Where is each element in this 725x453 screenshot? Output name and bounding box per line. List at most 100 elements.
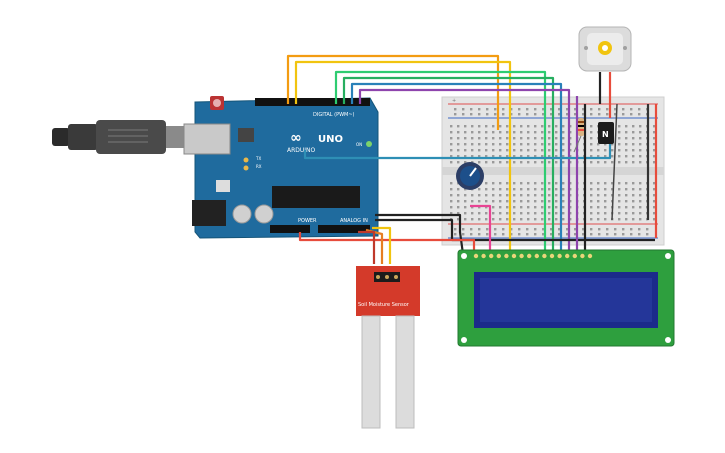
breadboard-hole [653, 137, 656, 140]
rail-hole [574, 113, 577, 116]
breadboard-hole [555, 137, 558, 140]
breadboard-hole [597, 155, 600, 158]
analog-header [318, 225, 370, 233]
breadboard-hole [569, 206, 572, 209]
breadboard-hole [590, 194, 593, 197]
breadboard-hole [513, 161, 516, 164]
transistor-wire [611, 103, 618, 221]
rail-hole [574, 228, 577, 231]
rail-hole [478, 113, 481, 116]
rail-hole [454, 113, 457, 116]
rail-hole [470, 228, 473, 231]
breadboard-hole [492, 200, 495, 203]
breadboard-hole [527, 131, 530, 134]
breadboard-hole [562, 188, 565, 191]
wire-black-2 [375, 218, 655, 242]
rail-hole [454, 228, 457, 231]
breadboard-hole [457, 137, 460, 140]
breadboard-hole [471, 137, 474, 140]
lcd-pin [542, 253, 547, 259]
breadboard-hole [653, 182, 656, 185]
breadboard-hole [604, 143, 607, 146]
rail-hole [486, 108, 489, 111]
breadboard-hole [499, 155, 502, 158]
breadboard-hole [527, 206, 530, 209]
breadboard-hole [604, 155, 607, 158]
breadboard-hole [513, 194, 516, 197]
rail-hole [614, 113, 617, 116]
rail-hole [598, 233, 601, 236]
breadboard-hole [562, 131, 565, 134]
rail-hole [454, 233, 457, 236]
breadboard-hole [513, 149, 516, 152]
breadboard-hole [569, 137, 572, 140]
rail-hole [630, 108, 633, 111]
breadboard-hole [618, 143, 621, 146]
breadboard-hole [492, 206, 495, 209]
rail-hole [646, 233, 649, 236]
potentiometer[interactable] [456, 162, 484, 190]
breadboard-hole [590, 161, 593, 164]
breadboard-hole [562, 125, 565, 128]
breadboard-hole [653, 143, 656, 146]
breadboard-hole [499, 149, 502, 152]
power-jack [192, 200, 226, 226]
arduino-brand: ARDUINO [287, 147, 316, 154]
rail-hole [534, 228, 537, 231]
wire-orange-1 [286, 54, 500, 130]
breadboard-hole [597, 194, 600, 197]
bb-plus-label: + [452, 98, 456, 104]
rail-hole [494, 233, 497, 236]
breadboard-hole [520, 182, 523, 185]
wire-cyan-1 [303, 136, 612, 160]
breadboard-hole [478, 143, 481, 146]
breadboard-hole [611, 194, 614, 197]
rail-hole [566, 113, 569, 116]
breadboard-hole [597, 161, 600, 164]
rail-hole [638, 108, 641, 111]
rail-hole [550, 108, 553, 111]
breadboard-hole [506, 194, 509, 197]
rail-hole [582, 228, 585, 231]
breadboard-hole [625, 194, 628, 197]
breadboard-hole [520, 200, 523, 203]
breadboard-hole [625, 212, 628, 215]
breadboard-hole [590, 188, 593, 191]
breadboard-hole [492, 212, 495, 215]
breadboard-hole [541, 218, 544, 221]
breadboard-hole [485, 137, 488, 140]
rail-hole [502, 233, 505, 236]
breadboard-hole [604, 218, 607, 221]
rail-hole [494, 228, 497, 231]
rail-hole [622, 228, 625, 231]
breadboard-hole [625, 206, 628, 209]
rail-hole [606, 228, 609, 231]
rail-hole [598, 228, 601, 231]
breadboard-hole [618, 200, 621, 203]
wire-black-1 [375, 213, 465, 255]
lcd-pin [580, 253, 585, 259]
breadboard-hole [520, 161, 523, 164]
breadboard-hole [590, 137, 593, 140]
breadboard-hole [485, 143, 488, 146]
breadboard-hole [464, 155, 467, 158]
breadboard-hole [625, 200, 628, 203]
rail-hole [462, 233, 465, 236]
breadboard-hole [639, 218, 642, 221]
breadboard-hole [499, 200, 502, 203]
breadboard-hole [464, 206, 467, 209]
breadboard-hole [485, 125, 488, 128]
breadboard-hole [541, 200, 544, 203]
breadboard-hole [457, 131, 460, 134]
breadboard-hole [639, 200, 642, 203]
breadboard-hole [499, 137, 502, 140]
breadboard-hole [485, 212, 488, 215]
breadboard-hole [513, 218, 516, 221]
breadboard-hole [478, 218, 481, 221]
breadboard-hole [569, 212, 572, 215]
breadboard-hole [450, 206, 453, 209]
breadboard-hole [625, 125, 628, 128]
arduino-uno-board: ∞ UNO ARDUINO DIGITAL (PWM~) POWER ANALO… [183, 96, 379, 239]
on-label: ON [356, 142, 362, 147]
